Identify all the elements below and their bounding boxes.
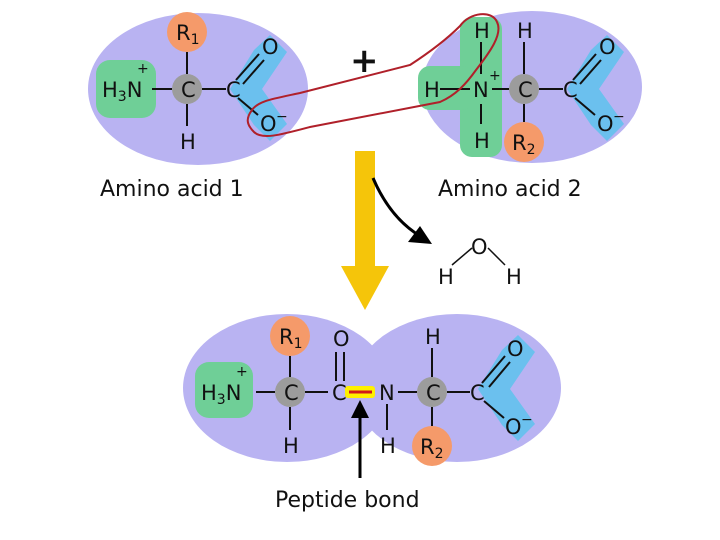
alpha-carbon-1-label: C [181, 78, 196, 102]
amino-acid-2: H H N + H H C R2 C O O − [418, 11, 642, 163]
reaction-arrow [341, 151, 389, 310]
alpha-carbon-3 [275, 377, 305, 407]
peptide-bond-caption: Peptide bond [275, 488, 420, 513]
alpha-carbon-2-label: C [518, 78, 533, 102]
carboxyl-oxygen-4-label: O [507, 337, 524, 361]
water-molecule: H O H [438, 235, 522, 289]
carboxyl-o-minus-2-label: O [597, 112, 614, 136]
h-left-amino-2-label: H [424, 78, 440, 102]
bond-c-o-minus-2 [574, 97, 596, 116]
alpha-carbon-1 [172, 74, 202, 104]
water-o-label: O [471, 235, 488, 259]
double-bond-o-4a [481, 355, 506, 384]
carboxyl-carbon-1-label: C [226, 78, 241, 102]
carboxyl-group-1 [230, 35, 287, 141]
alpha-carbon-4 [417, 377, 447, 407]
amino-group-2 [460, 17, 502, 157]
carboxyl-1-charge: − [276, 109, 288, 125]
r2-group-dipeptide [412, 426, 452, 466]
amino-group-3-charge: + [236, 364, 248, 380]
h-alpha-3-label: H [283, 434, 299, 458]
carboxyl-oxygen-1-label: O [262, 35, 279, 59]
double-bond-o-2b [579, 59, 602, 85]
carbonyl-carbon-label: C [332, 381, 347, 405]
r2-group [504, 122, 544, 162]
amino-group-1-charge: + [137, 61, 149, 77]
r2-label: R2 [512, 131, 536, 158]
water-release-arrowhead [408, 226, 432, 244]
carboxyl-o-minus-4-label: O [505, 415, 522, 439]
bond-c-o-minus-1 [237, 97, 259, 116]
r1-group-dipeptide [270, 316, 310, 356]
n-amino-2-label: N [473, 78, 489, 102]
amide-h-label: H [380, 434, 396, 458]
r2-dipeptide-label: R2 [420, 435, 444, 462]
amino-group-3 [195, 362, 253, 418]
carboxyl-4-charge: − [521, 412, 533, 428]
amino-group-1-label: H3N [102, 78, 142, 105]
amino-group-2-charge: + [489, 68, 501, 84]
carboxyl-2-charge: − [613, 109, 625, 125]
water-removal-outline [246, 13, 500, 138]
alpha-carbon-3-label: C [284, 381, 299, 405]
carboxyl-carbon-2-label: C [563, 78, 578, 102]
water-release-arrow [371, 177, 421, 238]
amino-group-3-label: H3N [201, 381, 241, 408]
amino-group-1 [96, 60, 156, 118]
h-alpha-2-label: H [517, 19, 533, 43]
carboxyl-group-2 [567, 35, 624, 141]
h-bottom-amino-2-label: H [474, 129, 490, 153]
r1-label: R1 [176, 21, 200, 48]
double-bond-o-2a [572, 53, 597, 81]
dipeptide: R1 H3N + C H O C N H H C R2 C O O − [183, 314, 561, 466]
bond-c-o-minus-4 [483, 400, 505, 419]
peptide-bond-pointer-head [351, 400, 369, 418]
r1-dipeptide-label: R1 [279, 325, 303, 352]
h-alpha-4-label: H [425, 325, 441, 349]
amino-acid-1-caption: Amino acid 1 [100, 177, 244, 202]
carboxyl-group-3 [478, 335, 535, 441]
amino-acid-2-caption: Amino acid 2 [438, 177, 582, 202]
carboxyl-o-minus-1-label: O [260, 112, 277, 136]
carbonyl-oxygen-label: O [333, 327, 350, 351]
amide-nitrogen-label: N [379, 381, 395, 405]
amino-acid-1: R1 C H H3N + C O O − [88, 12, 308, 165]
alpha-carbon-2 [509, 74, 539, 104]
double-bond-o-1a [235, 53, 260, 81]
water-h-right-label: H [506, 265, 522, 289]
h-alpha-1-label: H [180, 130, 196, 154]
carboxyl-carbon-4-label: C [470, 381, 485, 405]
carboxyl-oxygen-2-label: O [599, 35, 616, 59]
water-h-left-label: H [438, 265, 454, 289]
r1-group [167, 12, 207, 52]
double-bond-o-4b [488, 361, 511, 388]
alpha-carbon-4-label: C [426, 381, 441, 405]
double-bond-o-1b [242, 59, 265, 85]
h-top-amino-2-label: H [474, 19, 490, 43]
